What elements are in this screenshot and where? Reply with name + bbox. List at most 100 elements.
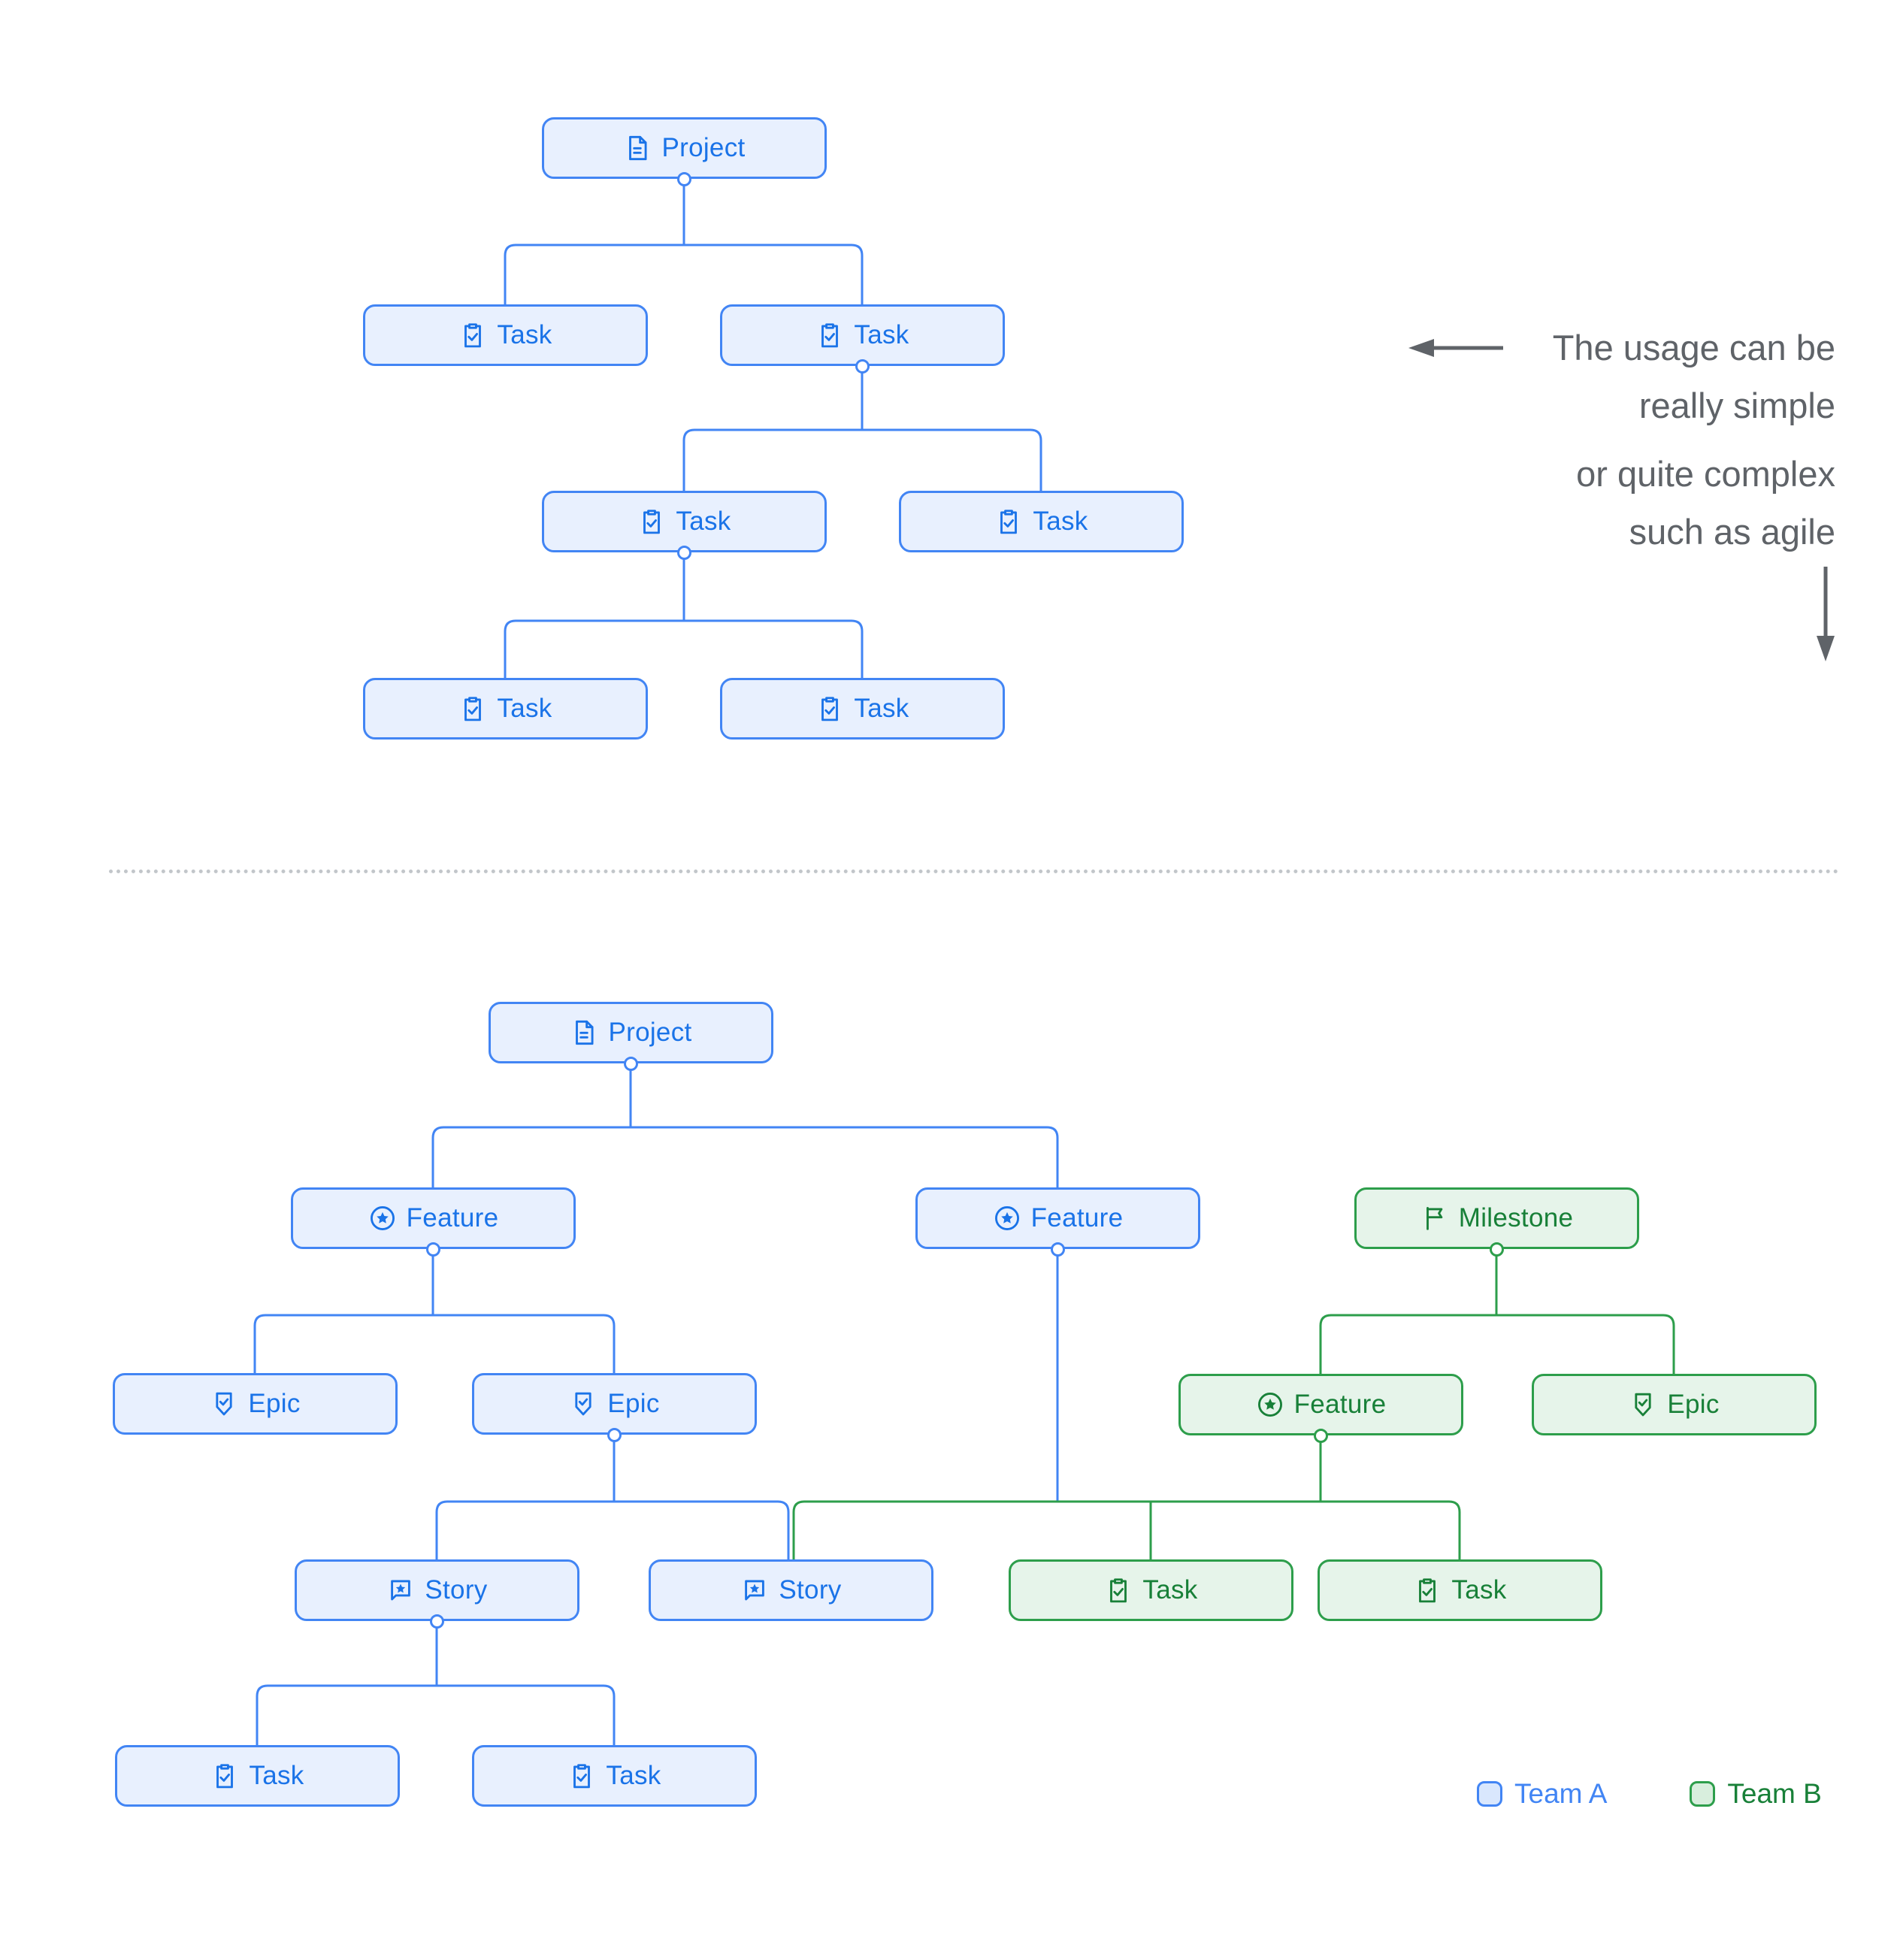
node-task-8[interactable]: Task bbox=[1318, 1559, 1602, 1621]
connector-simple-hierarchy bbox=[682, 366, 1042, 491]
node-project-2[interactable]: Project bbox=[489, 1002, 773, 1063]
node-task-5[interactable]: Task bbox=[363, 678, 648, 740]
task-icon bbox=[815, 321, 844, 349]
connector-agile-hierarchy bbox=[792, 1435, 1461, 1559]
annotation-line: such as agile bbox=[1629, 512, 1835, 552]
node-feature-1[interactable]: Feature bbox=[291, 1187, 576, 1249]
annotation-text: The usage can be really simple or quite … bbox=[1264, 319, 1835, 561]
node-label: Epic bbox=[607, 1389, 660, 1418]
node-story-2[interactable]: Story bbox=[649, 1559, 933, 1621]
task-icon bbox=[1413, 1576, 1442, 1605]
node-port-feature-3[interactable] bbox=[1314, 1428, 1328, 1443]
node-task-9[interactable]: Task bbox=[115, 1745, 400, 1807]
task-icon bbox=[567, 1762, 596, 1790]
node-port-project-1[interactable] bbox=[677, 171, 691, 186]
annotation-paragraph-complex: or quite complex such as agile bbox=[1264, 445, 1835, 561]
connector-simple-hierarchy bbox=[504, 552, 864, 678]
milestone-icon bbox=[1420, 1204, 1449, 1233]
node-task-3[interactable]: Task bbox=[542, 491, 827, 552]
annotation-paragraph-simple: The usage can be really simple bbox=[1264, 319, 1835, 434]
node-label: Project bbox=[661, 133, 746, 162]
task-icon bbox=[994, 507, 1023, 536]
node-label: Milestone bbox=[1458, 1203, 1574, 1233]
legend-label: Team A bbox=[1514, 1778, 1608, 1809]
node-port-milestone-1[interactable] bbox=[1490, 1242, 1504, 1257]
task-icon bbox=[637, 507, 666, 536]
node-port-task-3[interactable] bbox=[677, 545, 691, 560]
dotted-separator bbox=[109, 870, 1839, 873]
node-label: Task bbox=[497, 320, 552, 349]
node-task-2[interactable]: Task bbox=[720, 304, 1005, 366]
node-label: Task bbox=[497, 694, 552, 723]
node-port-feature-1[interactable] bbox=[426, 1242, 440, 1257]
epic-icon bbox=[569, 1390, 598, 1418]
node-task-4[interactable]: Task bbox=[899, 491, 1184, 552]
node-label: Task bbox=[676, 507, 731, 536]
task-icon bbox=[458, 321, 487, 349]
story-icon bbox=[740, 1576, 769, 1605]
node-port-story-1[interactable] bbox=[430, 1614, 444, 1629]
story-icon bbox=[386, 1576, 415, 1605]
node-label: Feature bbox=[406, 1203, 499, 1233]
document-icon bbox=[623, 134, 652, 162]
connector-agile-hierarchy bbox=[431, 1063, 1059, 1187]
node-milestone-1[interactable]: Milestone bbox=[1354, 1187, 1639, 1249]
legend-item-team-a: Team A bbox=[1477, 1778, 1607, 1810]
node-story-1[interactable]: Story bbox=[295, 1559, 579, 1621]
node-port-epic-2[interactable] bbox=[607, 1427, 622, 1442]
node-label: Epic bbox=[248, 1389, 301, 1418]
node-label: Epic bbox=[1667, 1390, 1720, 1419]
epic-icon bbox=[1629, 1390, 1657, 1419]
feature-icon bbox=[1256, 1390, 1284, 1419]
node-task-10[interactable]: Task bbox=[472, 1745, 757, 1807]
node-label: Task bbox=[854, 694, 909, 723]
document-icon bbox=[570, 1018, 598, 1047]
node-project-1[interactable]: Project bbox=[542, 117, 827, 179]
legend-item-team-b: Team B bbox=[1690, 1778, 1822, 1810]
node-port-project-2[interactable] bbox=[624, 1056, 638, 1071]
node-port-feature-2[interactable] bbox=[1051, 1242, 1065, 1257]
legend: Team A Team B bbox=[1477, 1778, 1822, 1810]
team-b-swatch-icon bbox=[1690, 1781, 1716, 1807]
arrow-down-icon bbox=[1817, 567, 1835, 661]
node-epic-1[interactable]: Epic bbox=[113, 1373, 398, 1435]
node-epic-3[interactable]: Epic bbox=[1532, 1374, 1817, 1435]
epic-icon bbox=[210, 1390, 238, 1418]
node-label: Task bbox=[1451, 1575, 1507, 1605]
connector-simple-hierarchy bbox=[504, 179, 864, 304]
node-task-1[interactable]: Task bbox=[363, 304, 648, 366]
node-label: Task bbox=[606, 1761, 661, 1790]
node-label: Feature bbox=[1030, 1203, 1124, 1233]
node-label: Feature bbox=[1293, 1390, 1387, 1419]
node-label: Story bbox=[425, 1575, 488, 1605]
node-label: Task bbox=[854, 320, 909, 349]
node-label: Task bbox=[249, 1761, 304, 1790]
node-epic-2[interactable]: Epic bbox=[472, 1373, 757, 1435]
node-label: Task bbox=[1142, 1575, 1198, 1605]
task-icon bbox=[1104, 1576, 1133, 1605]
node-task-7[interactable]: Task bbox=[1009, 1559, 1293, 1621]
annotation-line: The usage can be bbox=[1552, 328, 1835, 368]
task-icon bbox=[458, 694, 487, 723]
task-icon bbox=[815, 694, 844, 723]
node-feature-2[interactable]: Feature bbox=[915, 1187, 1200, 1249]
annotation-line: really simple bbox=[1638, 386, 1835, 425]
node-port-task-2[interactable] bbox=[855, 358, 870, 374]
feature-icon bbox=[993, 1204, 1021, 1233]
node-label: Story bbox=[779, 1575, 842, 1605]
annotation-line: or quite complex bbox=[1576, 454, 1835, 494]
task-icon bbox=[210, 1762, 239, 1790]
feature-icon bbox=[368, 1204, 397, 1233]
team-a-swatch-icon bbox=[1477, 1781, 1502, 1807]
node-feature-3[interactable]: Feature bbox=[1178, 1374, 1463, 1435]
connector-agile-hierarchy bbox=[435, 1435, 790, 1559]
legend-label: Team B bbox=[1727, 1778, 1822, 1809]
connector-agile-hierarchy bbox=[253, 1249, 616, 1373]
connector-agile-hierarchy bbox=[256, 1621, 616, 1745]
node-label: Task bbox=[1033, 507, 1088, 536]
arrow-left-icon bbox=[1408, 339, 1503, 357]
node-task-6[interactable]: Task bbox=[720, 678, 1005, 740]
node-label: Project bbox=[608, 1018, 692, 1047]
